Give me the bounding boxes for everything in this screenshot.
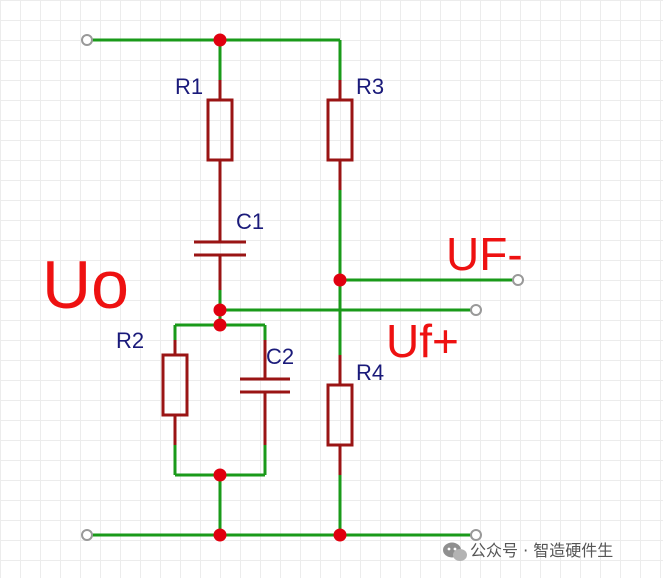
label-r4: R4 <box>356 360 384 385</box>
wires <box>87 38 518 537</box>
watermark-text: 公众号 · 智造硬件生 <box>470 541 613 560</box>
label-c2: C2 <box>266 344 294 369</box>
terminal-bottom-right <box>470 529 482 541</box>
junctions <box>213 33 347 542</box>
label-c1: C1 <box>236 209 264 234</box>
junction-dot <box>213 528 227 542</box>
resistor-r1 <box>206 80 234 190</box>
wechat-icon <box>443 542 467 561</box>
watermark: 公众号 · 智造硬件生 <box>443 541 613 561</box>
junction-dot <box>333 273 347 287</box>
label-r1: R1 <box>175 74 203 99</box>
resistor-r2 <box>161 340 189 445</box>
label-uf-plus: Uf+ <box>386 315 459 367</box>
capacitor-c1 <box>194 190 246 290</box>
terminals <box>81 34 524 541</box>
junction-dot <box>213 468 227 482</box>
label-r3: R3 <box>356 74 384 99</box>
junction-dot <box>213 33 227 47</box>
resistor-r3 <box>326 80 354 190</box>
junction-dot <box>213 303 227 317</box>
capacitor-c2 <box>240 340 290 445</box>
label-uo: Uo <box>42 247 129 323</box>
junction-dot <box>333 528 347 542</box>
terminal-uf-plus <box>470 304 482 316</box>
terminal-top-left <box>81 34 93 46</box>
label-r2: R2 <box>116 328 144 353</box>
terminal-bottom-left <box>81 529 93 541</box>
junction-dot <box>213 318 227 332</box>
label-uf-minus: UF- <box>446 228 523 280</box>
terminal-uf-minus <box>512 274 524 286</box>
resistor-r4 <box>326 355 354 475</box>
